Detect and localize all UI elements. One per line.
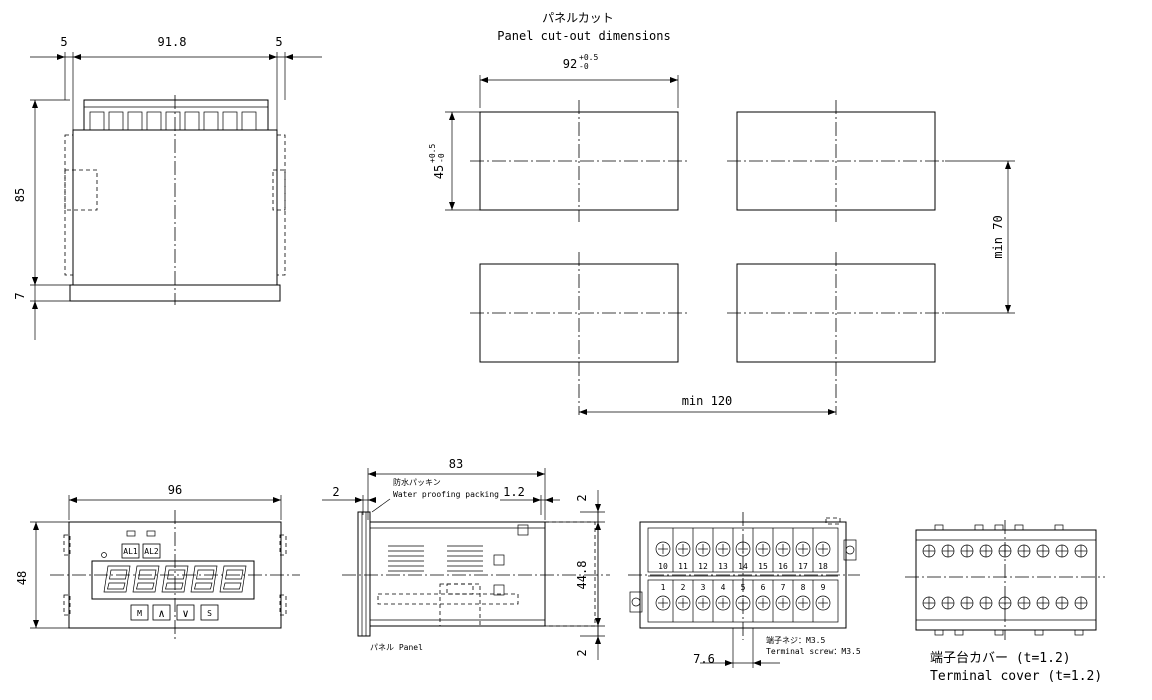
terminal-label: 18 [818, 562, 828, 571]
cutout-width-tol-plus: +0.5 [579, 53, 598, 62]
vent-slats [388, 545, 483, 572]
front-dim-width: 96 [168, 483, 182, 497]
front-view: 96 48 AL1 AL2 M ∧ [15, 483, 300, 640]
down-label: ∨ [182, 607, 189, 620]
set-button[interactable] [200, 604, 219, 621]
al2-button[interactable] [142, 543, 161, 559]
terminal-label: 13 [718, 562, 728, 571]
seven-segment-digits [103, 565, 247, 593]
cutout-height-tol-minus: -0 [437, 153, 446, 163]
side-dim-depth: 83 [449, 457, 463, 471]
top-dim-width: 91.8 [158, 35, 187, 49]
top-view: 5 91.8 5 [13, 35, 322, 340]
cutout-min-vertical: min 70 [991, 215, 1005, 258]
terminal-row-top [655, 528, 831, 572]
panel-label: パネル Panel [370, 643, 423, 652]
terminal-label: 7 [781, 583, 786, 592]
set-label: S [207, 609, 212, 618]
side-dim-body: 44.8 [575, 561, 589, 590]
front-dim-height: 48 [15, 571, 29, 585]
top-dim-height: 85 [13, 188, 27, 202]
top-terminal-slots [84, 106, 268, 131]
terminal-label: 17 [798, 562, 808, 571]
terminal-label: 4 [721, 583, 726, 592]
terminal-row-bottom [655, 580, 831, 622]
up-button[interactable] [152, 604, 171, 621]
cover-label-en: Terminal cover (t=1.2) [930, 669, 1102, 684]
terminal-label: 10 [658, 562, 668, 571]
cutout-dim-width: 92 [563, 57, 577, 71]
al2-label: AL2 [144, 547, 159, 556]
cutout-height-tol-plus: +0.5 [428, 144, 437, 163]
terminal-label: 15 [758, 562, 768, 571]
top-dim-bezel: 7 [13, 292, 27, 299]
cover-holes-bottom [922, 596, 1088, 610]
al1-label: AL1 [123, 547, 138, 556]
top-dim-left: 5 [60, 35, 67, 49]
cover-label-jp: 端子台カバー (t=1.2) [930, 651, 1071, 666]
mode-button[interactable] [130, 604, 149, 621]
al1-button[interactable] [121, 543, 140, 559]
panel-cutout: パネルカット Panel cut-out dimensions 92 +0.5 … [428, 11, 1015, 415]
terminal-label: 1 [661, 583, 666, 592]
cutout-dim-height: 45 [432, 165, 446, 179]
cutout-title-en: Panel cut-out dimensions [497, 29, 670, 43]
cutout-width-tol-minus: -0 [579, 62, 589, 71]
terminal-label: 8 [801, 583, 806, 592]
side-dim-top: 2 [575, 494, 589, 501]
terminal-label: 11 [678, 562, 688, 571]
down-button[interactable] [176, 604, 195, 621]
terminal-label: 9 [821, 583, 826, 592]
terminal-label: 12 [698, 562, 708, 571]
cutout-title-jp: パネルカット [542, 11, 614, 25]
side-view: 83 2 1.2 防水パッキン Water proofing packing [322, 457, 610, 660]
top-dim-right: 5 [275, 35, 282, 49]
side-dim-bottom: 2 [575, 649, 589, 656]
terminal-label: 3 [701, 583, 706, 592]
screw-label-en: Terminal screw：M3.5 [766, 647, 861, 656]
side-dim-gap: 1.2 [503, 485, 525, 499]
rear-view: 10 11 12 13 14 15 16 17 18 [628, 512, 861, 668]
cutout-min-horizontal: min 120 [682, 394, 733, 408]
side-dim-bezel: 2 [332, 485, 339, 499]
packing-label-en: Water proofing packing [393, 490, 499, 499]
terminal-label: 16 [778, 562, 788, 571]
cover-view: 端子台カバー (t=1.2) Terminal cover (t=1.2) [905, 520, 1105, 684]
rear-dim-pitch: 7.6 [693, 652, 715, 666]
packing-label-jp: 防水パッキン [393, 477, 441, 487]
digit-display [91, 560, 255, 600]
mode-label: M [137, 609, 142, 618]
screw-label-jp: 端子ネジ：M3.5 [766, 635, 825, 645]
terminal-label: 2 [681, 583, 686, 592]
terminal-label: 6 [761, 583, 766, 592]
up-label: ∧ [158, 607, 165, 620]
